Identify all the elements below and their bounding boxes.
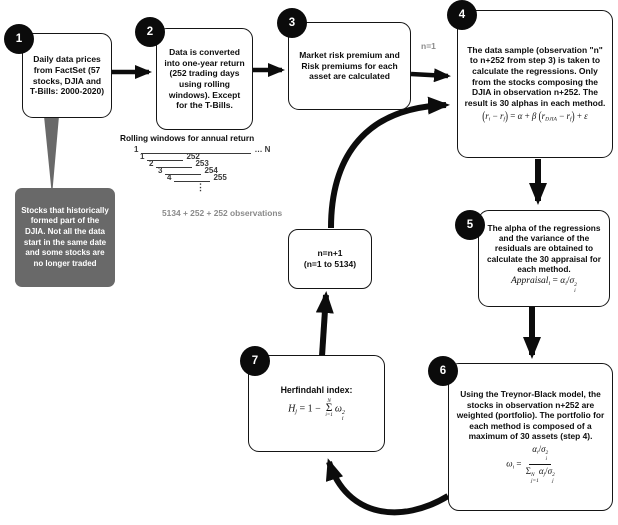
step1-note-text: Stocks that historically formed part of … [21, 205, 109, 268]
row-start: 2 [149, 159, 154, 168]
step5-box: The alpha of the regressions and the var… [478, 210, 610, 307]
rolling-windows-diagram: Rolling windows for annual return 1 … N … [120, 133, 318, 231]
step1-note-callout: Stocks that historically formed part of … [15, 188, 115, 287]
window-span-line [156, 160, 193, 168]
rolling-window-row: 3 254 [158, 166, 218, 175]
arrow-step6-to-step7 [325, 458, 450, 516]
window-span-line [141, 146, 252, 154]
step4-regression-formula: (ri − rf) = α + β (rDJIA − rf) + ε [482, 108, 588, 124]
loop-counter-box: n=n+1 (n=1 to 5134) [288, 229, 372, 289]
row-end: 255 [213, 173, 227, 182]
row-end: 254 [204, 166, 218, 175]
step7-title: Herfindahl index: [280, 384, 353, 395]
step1-box: Daily data prices from FactSet (57 stock… [22, 33, 112, 118]
step2-badge: 2 [135, 17, 165, 47]
step2-box: Data is converted into one-year return (… [156, 28, 253, 130]
row-start: 4 [167, 173, 172, 182]
window-span-line [165, 167, 202, 175]
step5-badge: 5 [455, 210, 485, 240]
step3-box: Market risk premium and Risk premiums fo… [288, 22, 411, 110]
step7-badge: 7 [240, 346, 270, 376]
arrow-step7-to-loop [315, 291, 334, 357]
note-pointer [44, 116, 59, 196]
arrow-loop-to-step4 [328, 96, 450, 229]
rolling-windows-title: Rolling windows for annual return [120, 133, 255, 143]
step2-text: Data is converted into one-year return (… [164, 47, 245, 111]
loop-counter-line2: (n=1 to 5134) [303, 259, 357, 269]
n-equals-1-label: n=1 [421, 41, 436, 51]
loop-counter-line1: n=n+1 [317, 248, 343, 259]
vertical-ellipsis: ⋮ [196, 182, 205, 192]
row-end: 252 [186, 152, 200, 161]
step1-badge: 1 [4, 24, 34, 54]
rolling-window-row: 2 253 [149, 159, 209, 168]
observations-count-label: 5134 + 252 + 252 observations [162, 208, 283, 218]
step4-box: The data sample (observation "n" to n+25… [457, 10, 613, 158]
row-end: … N [254, 145, 271, 154]
step4-text: The data sample (observation "n" to n+25… [464, 44, 606, 108]
step3-badge: 3 [277, 8, 307, 38]
row-start: 1 [134, 145, 139, 154]
window-span-line [147, 153, 184, 161]
rolling-window-row: 1 … N [134, 145, 270, 154]
step6-badge: 6 [428, 356, 458, 386]
row-end: 253 [195, 159, 209, 168]
rolling-window-row: 1 252 [140, 152, 200, 161]
step5-text: The alpha of the regressions and the var… [487, 222, 601, 275]
step4-badge: 4 [447, 0, 477, 30]
window-span-line [174, 174, 211, 182]
row-start: 1 [140, 152, 145, 161]
rolling-window-row: 4 255 [167, 173, 227, 182]
step6-text: Using the Treynor-Black model, the stock… [456, 389, 605, 442]
row-start: 3 [158, 166, 163, 175]
step6-box: Using the Treynor-Black model, the stock… [448, 363, 613, 511]
step1-text: Daily data prices from FactSet (57 stock… [29, 54, 105, 97]
arrow-step3-to-step4 [410, 68, 451, 83]
step3-text: Market risk premium and Risk premiums fo… [299, 50, 400, 82]
